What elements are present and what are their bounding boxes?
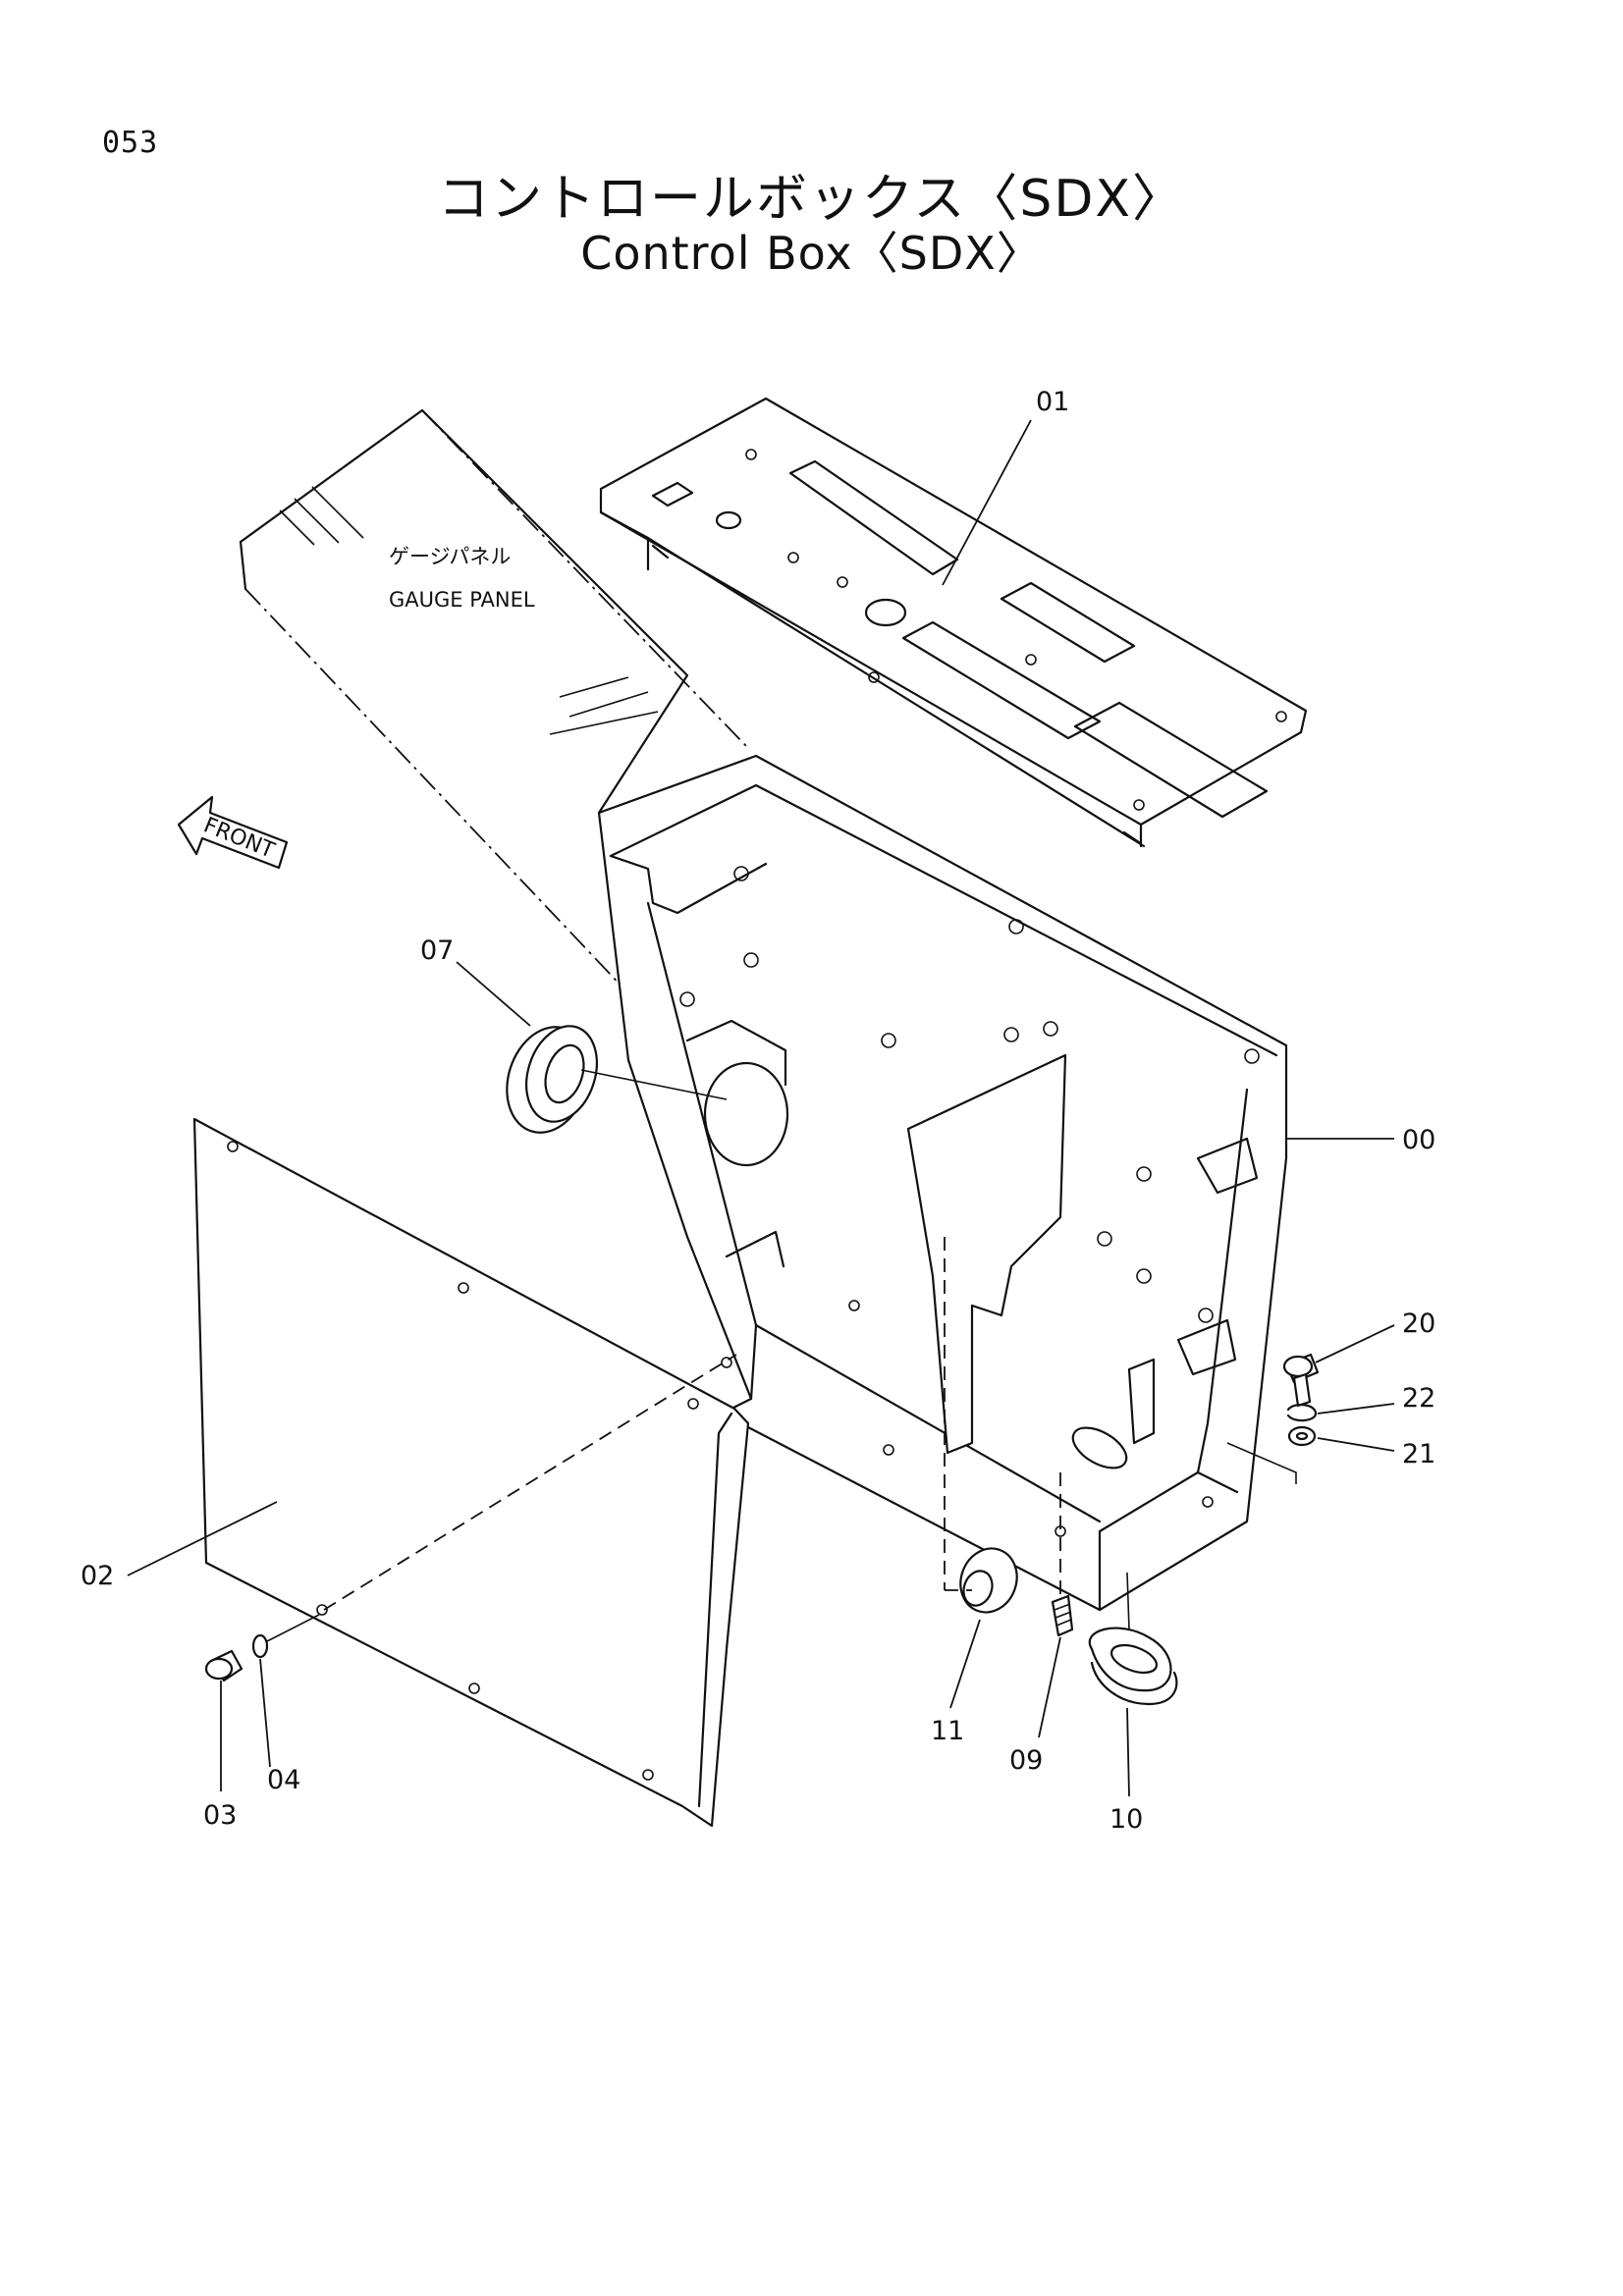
- gauge-panel-label-en: GAUGE PANEL: [389, 588, 535, 612]
- title-japanese: コントロールボックス〈SDX〉: [437, 170, 1186, 229]
- top-plate-01: 01: [599, 387, 1308, 848]
- callout-00: 00: [1402, 1125, 1435, 1155]
- page-number: 053: [102, 126, 159, 160]
- callout-21: 21: [1402, 1439, 1435, 1469]
- control-box-body-00: 00: [597, 754, 1435, 1612]
- gauge-panel-outline: ゲージパネル GAUGE PANEL: [239, 408, 747, 994]
- bolt-20-washers-21-22: 20 22 21: [1226, 1308, 1435, 1484]
- callout-04: 04: [267, 1765, 300, 1795]
- callout-11: 11: [931, 1716, 964, 1746]
- seal-ring-10: 10: [1088, 1572, 1178, 1835]
- title-english: Control Box〈SDX〉: [580, 227, 1043, 280]
- callout-03: 03: [203, 1800, 237, 1831]
- callout-01: 01: [1036, 387, 1069, 417]
- grommet-07: 07: [420, 935, 728, 1134]
- callout-22: 22: [1402, 1383, 1435, 1414]
- callout-09: 09: [1009, 1745, 1043, 1776]
- gauge-panel-label-jp: ゲージパネル: [389, 545, 511, 568]
- fitting-09: 09: [1009, 1472, 1074, 1776]
- grommet-11: 11: [931, 1237, 1018, 1746]
- screw-03-washer-04: 03 04: [203, 1614, 320, 1831]
- side-cover-02: 02: [81, 1117, 750, 1828]
- callout-02: 02: [81, 1561, 114, 1591]
- callout-07: 07: [420, 935, 454, 966]
- front-arrow-label: FRONT: [200, 813, 279, 864]
- front-arrow: FRONT: [177, 795, 289, 870]
- callout-10: 10: [1109, 1804, 1143, 1835]
- callout-20: 20: [1402, 1308, 1435, 1339]
